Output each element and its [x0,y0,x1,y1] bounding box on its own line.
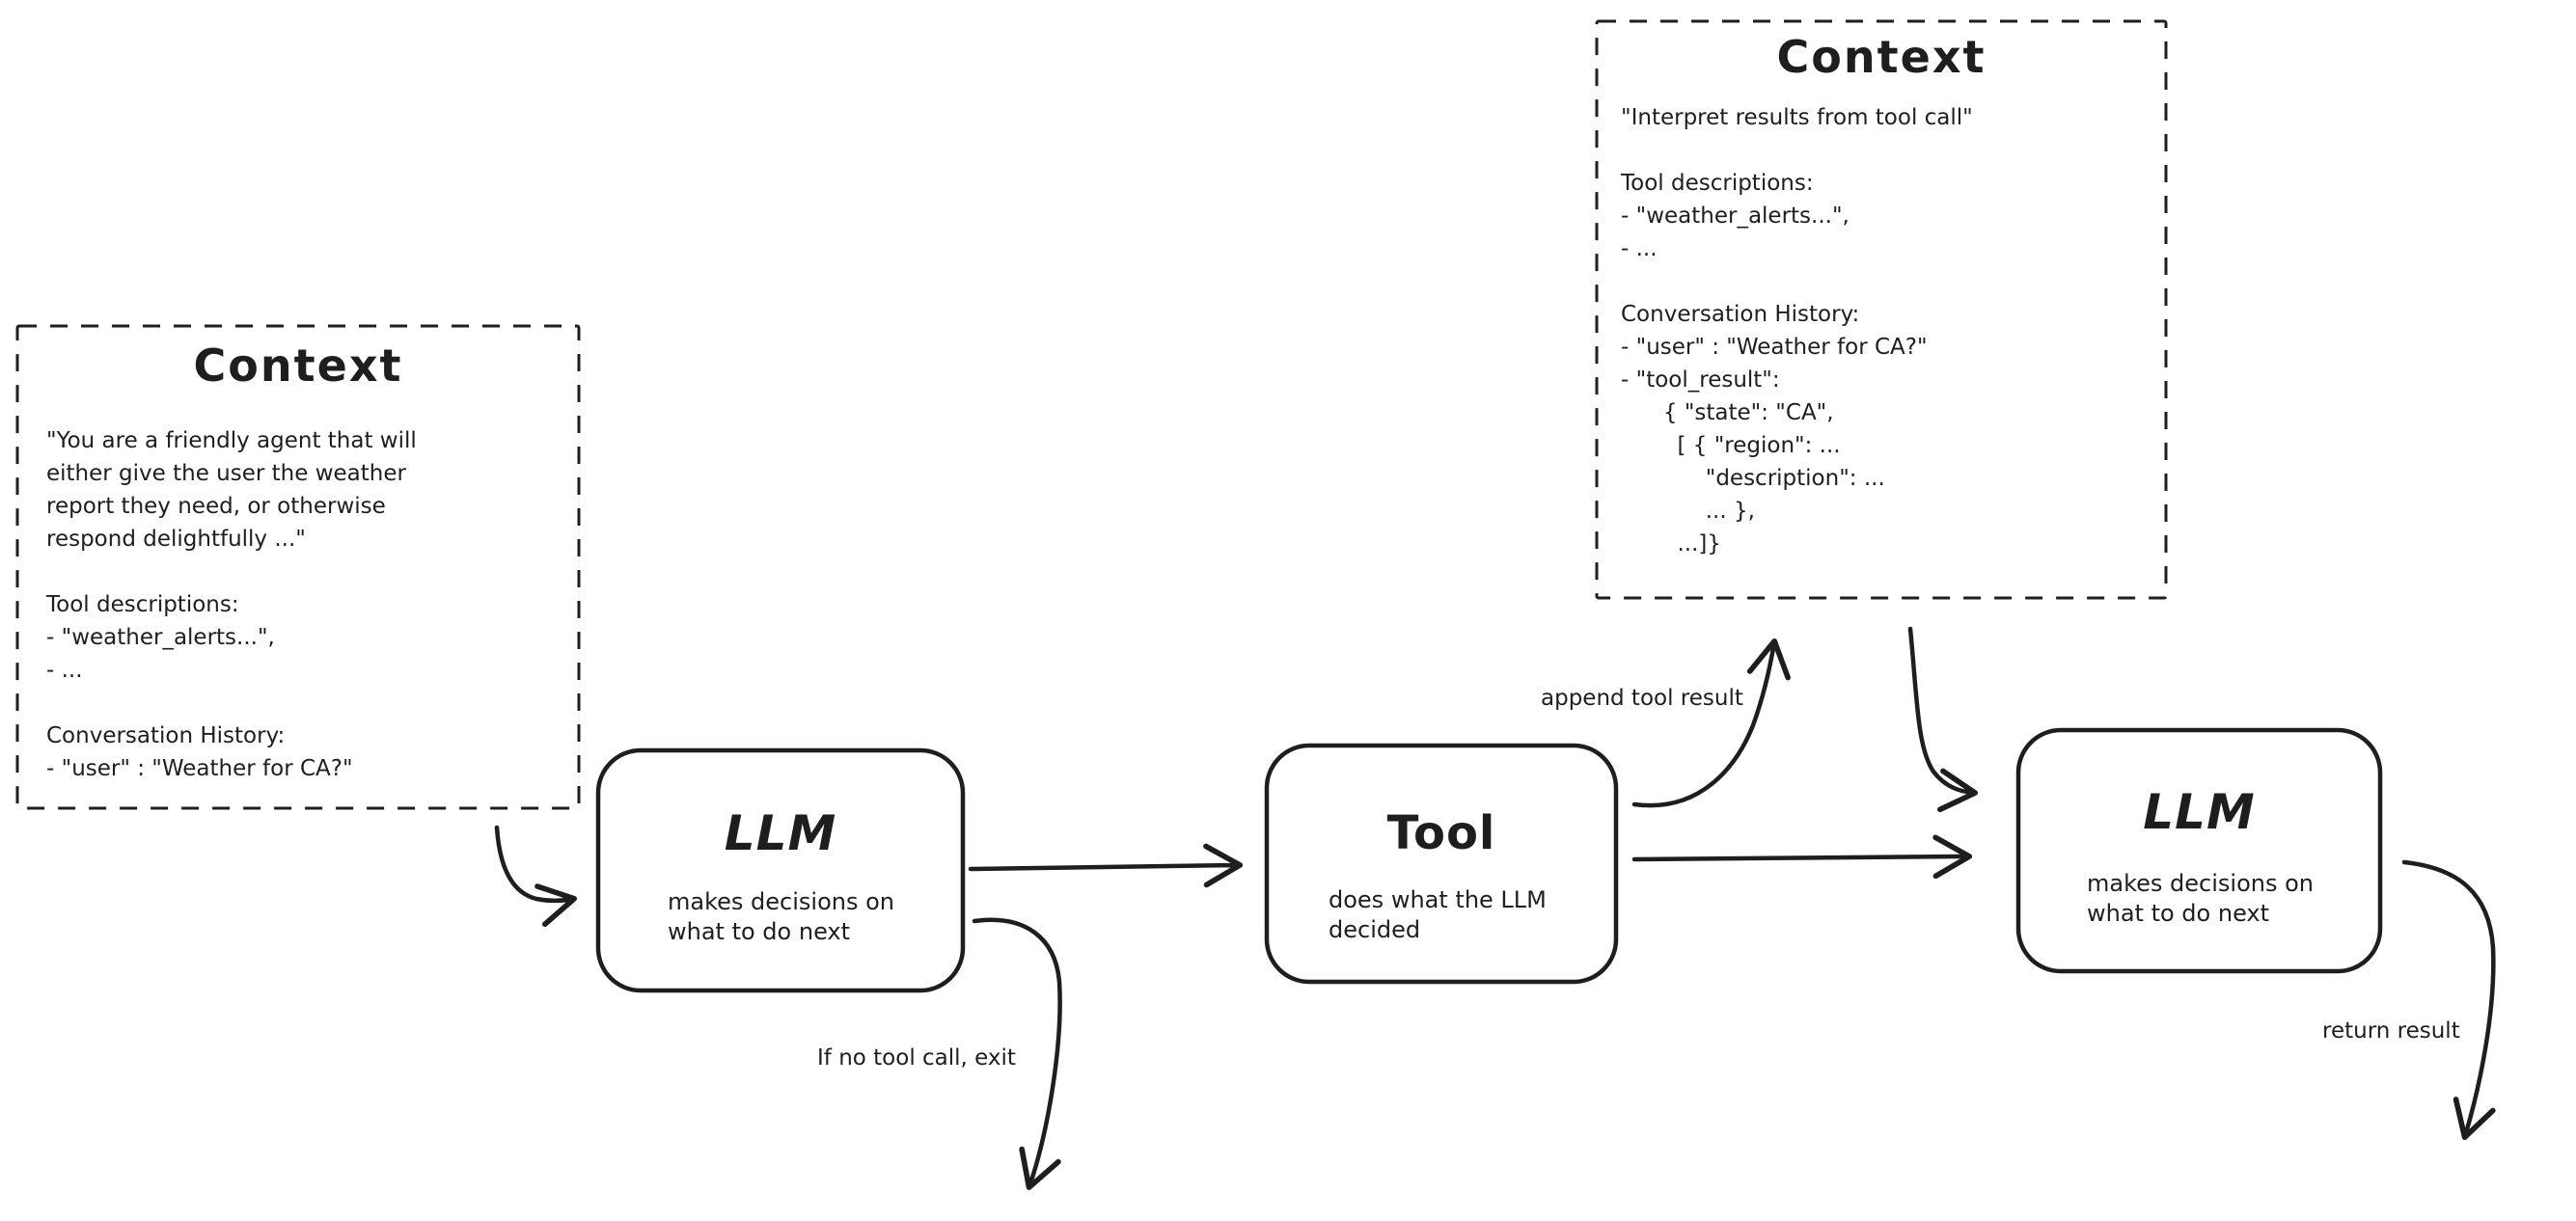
llm-second-title: LLM [2143,784,2256,840]
if-no-tool-call-exit-label: If no tool call, exit [817,1045,1016,1071]
edge-append-tool-result-arrow [1631,638,1791,808]
llm-second-node [2015,727,2383,974]
context-initial-box [15,324,581,810]
tool-node [1264,743,1619,985]
context-initial-title: Context [193,339,403,392]
context-after-tool-box [1595,19,2168,600]
edge-return-result-arrow [2401,859,2496,1141]
llm-first-title: LLM [724,805,837,861]
edge-context-initial-to-llm-arrow [494,825,578,928]
tool-subtitle: does what the LLM decided [1329,886,1547,943]
tool-title: Tool [1386,806,1496,860]
context-after-tool-title: Context [1776,31,1987,83]
edge-llm-to-tool-arrow [968,843,1244,888]
llm-first-subtitle: makes decisions on what to do next [668,888,894,945]
context-after-tool-body: "Interpret results from tool call" Tool … [1621,105,1973,556]
return-result-label: return result [2322,1018,2460,1044]
append-tool-result-label: append tool result [1541,686,1743,711]
llm-second-subtitle: makes decisions on what to do next [2087,870,2314,927]
context-initial-body: "You are a friendly agent that will eith… [46,428,417,781]
edge-tool-to-llm-second-arrow [1631,834,1973,880]
edge-context-after-tool-to-llm-arrow [1907,626,1979,813]
llm-first-node [595,747,966,993]
edge-no-tool-exit-arrow [972,917,1062,1190]
